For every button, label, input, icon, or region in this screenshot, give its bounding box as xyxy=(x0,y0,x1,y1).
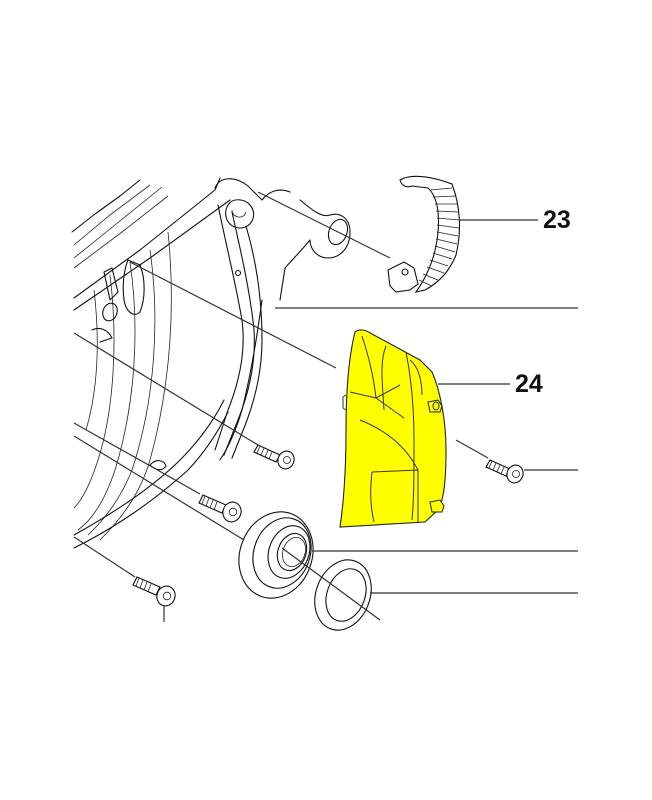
housing xyxy=(71,177,351,549)
callout-leaders xyxy=(163,219,578,622)
screw-lower-left[interactable] xyxy=(132,576,178,608)
assembly-axis-lines xyxy=(73,191,489,621)
callout-label-23[interactable]: 23 xyxy=(543,206,571,234)
ball-bearing[interactable] xyxy=(227,501,325,608)
screw-upper-middle[interactable] xyxy=(253,444,297,471)
callout-label-24[interactable]: 24 xyxy=(515,370,543,398)
screw-lower-middle[interactable] xyxy=(198,494,244,524)
part-23-toothed-band[interactable] xyxy=(387,175,460,293)
screw-right[interactable] xyxy=(485,459,526,485)
seal-ring[interactable] xyxy=(305,552,380,638)
part-24-cover-highlighted[interactable] xyxy=(339,329,447,528)
